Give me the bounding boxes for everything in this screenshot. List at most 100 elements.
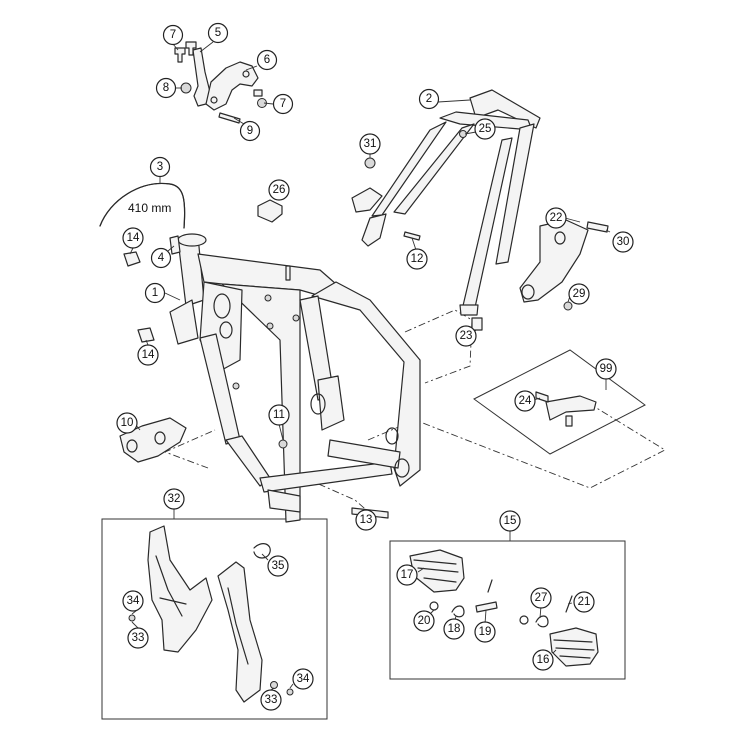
- hose-length-label: 410 mm: [128, 201, 171, 215]
- callout-29[interactable]: 29: [568, 283, 590, 305]
- frame-protector-left: [147, 525, 213, 653]
- bracket-hole: [210, 96, 218, 104]
- svg-text:22: 22: [550, 212, 563, 224]
- vent-hose: 410 mm: [99, 182, 186, 229]
- svg-text:5: 5: [215, 27, 221, 39]
- side-stand-kit-box: [473, 349, 646, 455]
- callout-33[interactable]: 33: [260, 689, 282, 711]
- grommet-14a: [123, 251, 141, 267]
- svg-text:2: 2: [426, 93, 432, 105]
- bolt-29: [563, 301, 573, 311]
- callout-35[interactable]: 35: [267, 555, 289, 577]
- svg-text:26: 26: [273, 184, 286, 196]
- svg-text:25: 25: [479, 123, 492, 135]
- callout-14[interactable]: 14: [137, 344, 159, 366]
- svg-text:31: 31: [364, 138, 377, 150]
- callout-3[interactable]: 3: [149, 156, 171, 178]
- washer-right: [519, 615, 529, 625]
- callout-99[interactable]: 99: [595, 358, 617, 380]
- svg-text:13: 13: [360, 514, 373, 526]
- callout-14[interactable]: 14: [122, 227, 144, 249]
- bolt-7c: [253, 89, 263, 97]
- callout-24[interactable]: 24: [514, 390, 536, 412]
- callout-9[interactable]: 9: [239, 120, 261, 142]
- svg-text:1: 1: [152, 287, 158, 299]
- callout-10[interactable]: 10: [116, 412, 138, 434]
- callout-17[interactable]: 17: [396, 564, 418, 586]
- spring-18: [451, 605, 465, 618]
- svg-text:17: 17: [401, 569, 414, 581]
- svg-text:12: 12: [411, 253, 424, 265]
- frame-protector-kit-box: [101, 518, 328, 720]
- bolt-7b: [185, 41, 197, 56]
- callout-32[interactable]: 32: [163, 488, 185, 510]
- callout-2[interactable]: 2: [418, 88, 440, 110]
- callout-13[interactable]: 13: [355, 509, 377, 531]
- callout-25[interactable]: 25: [474, 118, 496, 140]
- frame-sticker: [257, 199, 283, 223]
- svg-text:7: 7: [280, 98, 286, 110]
- callout-15[interactable]: 15: [499, 510, 521, 532]
- callout-7[interactable]: 7: [272, 93, 294, 115]
- svg-text:29: 29: [573, 288, 586, 300]
- svg-text:27: 27: [535, 592, 548, 604]
- svg-text:34: 34: [297, 673, 310, 685]
- callout-5[interactable]: 5: [207, 22, 229, 44]
- callout-33[interactable]: 33: [127, 627, 149, 649]
- fitting-4: [169, 235, 181, 255]
- callout-16[interactable]: 16: [532, 649, 554, 671]
- callout-27[interactable]: 27: [530, 587, 552, 609]
- svg-text:30: 30: [617, 236, 630, 248]
- svg-text:4: 4: [158, 252, 165, 264]
- callout-6[interactable]: 6: [256, 49, 278, 71]
- screw-34a: [128, 614, 136, 622]
- svg-text:15: 15: [504, 515, 517, 527]
- callout-22[interactable]: 22: [545, 207, 567, 229]
- callout-21[interactable]: 21: [573, 591, 595, 613]
- clamp-14b: [137, 327, 155, 343]
- bracket-hole: [242, 70, 250, 78]
- svg-text:24: 24: [519, 395, 532, 407]
- washer-34b: [286, 688, 294, 696]
- svg-text:16: 16: [537, 654, 550, 666]
- callout-1[interactable]: 1: [144, 282, 166, 304]
- bolt-9: [218, 112, 241, 124]
- bolt-30: [586, 221, 609, 233]
- nut-8: [180, 82, 192, 94]
- svg-text:7: 7: [170, 29, 176, 41]
- callout-8[interactable]: 8: [155, 77, 177, 99]
- svg-text:33: 33: [132, 632, 145, 644]
- svg-text:9: 9: [247, 125, 253, 137]
- callouts: 7 5 6 8 7 9 2 25 31 3 26 14 4 22 30 12 1…: [116, 22, 634, 711]
- bracket-10: [119, 417, 187, 463]
- side-stand-bolt: [535, 391, 597, 427]
- callout-23[interactable]: 23: [455, 325, 477, 347]
- nut-11: [278, 439, 288, 449]
- callout-34[interactable]: 34: [122, 590, 144, 612]
- callout-4[interactable]: 4: [150, 247, 172, 269]
- callout-11[interactable]: 11: [268, 404, 290, 426]
- svg-text:14: 14: [127, 232, 140, 244]
- svg-text:18: 18: [448, 623, 461, 635]
- footrest-left: [409, 549, 498, 618]
- svg-text:8: 8: [163, 82, 169, 94]
- callout-31[interactable]: 31: [359, 133, 381, 155]
- callout-30[interactable]: 30: [612, 231, 634, 253]
- svg-text:19: 19: [479, 626, 492, 638]
- bolt-7a: [174, 47, 186, 63]
- bolt-23: [471, 317, 483, 331]
- svg-text:11: 11: [273, 409, 285, 421]
- svg-text:23: 23: [460, 330, 473, 342]
- callout-7[interactable]: 7: [162, 24, 184, 46]
- callout-26[interactable]: 26: [268, 179, 290, 201]
- svg-text:99: 99: [600, 363, 613, 375]
- callout-12[interactable]: 12: [406, 248, 428, 270]
- callout-34[interactable]: 34: [292, 668, 314, 690]
- svg-text:20: 20: [418, 615, 431, 627]
- callout-18[interactable]: 18: [443, 618, 465, 640]
- svg-text:14: 14: [142, 349, 155, 361]
- callout-20[interactable]: 20: [413, 610, 435, 632]
- svg-text:33: 33: [265, 694, 278, 706]
- callout-19[interactable]: 19: [474, 621, 496, 643]
